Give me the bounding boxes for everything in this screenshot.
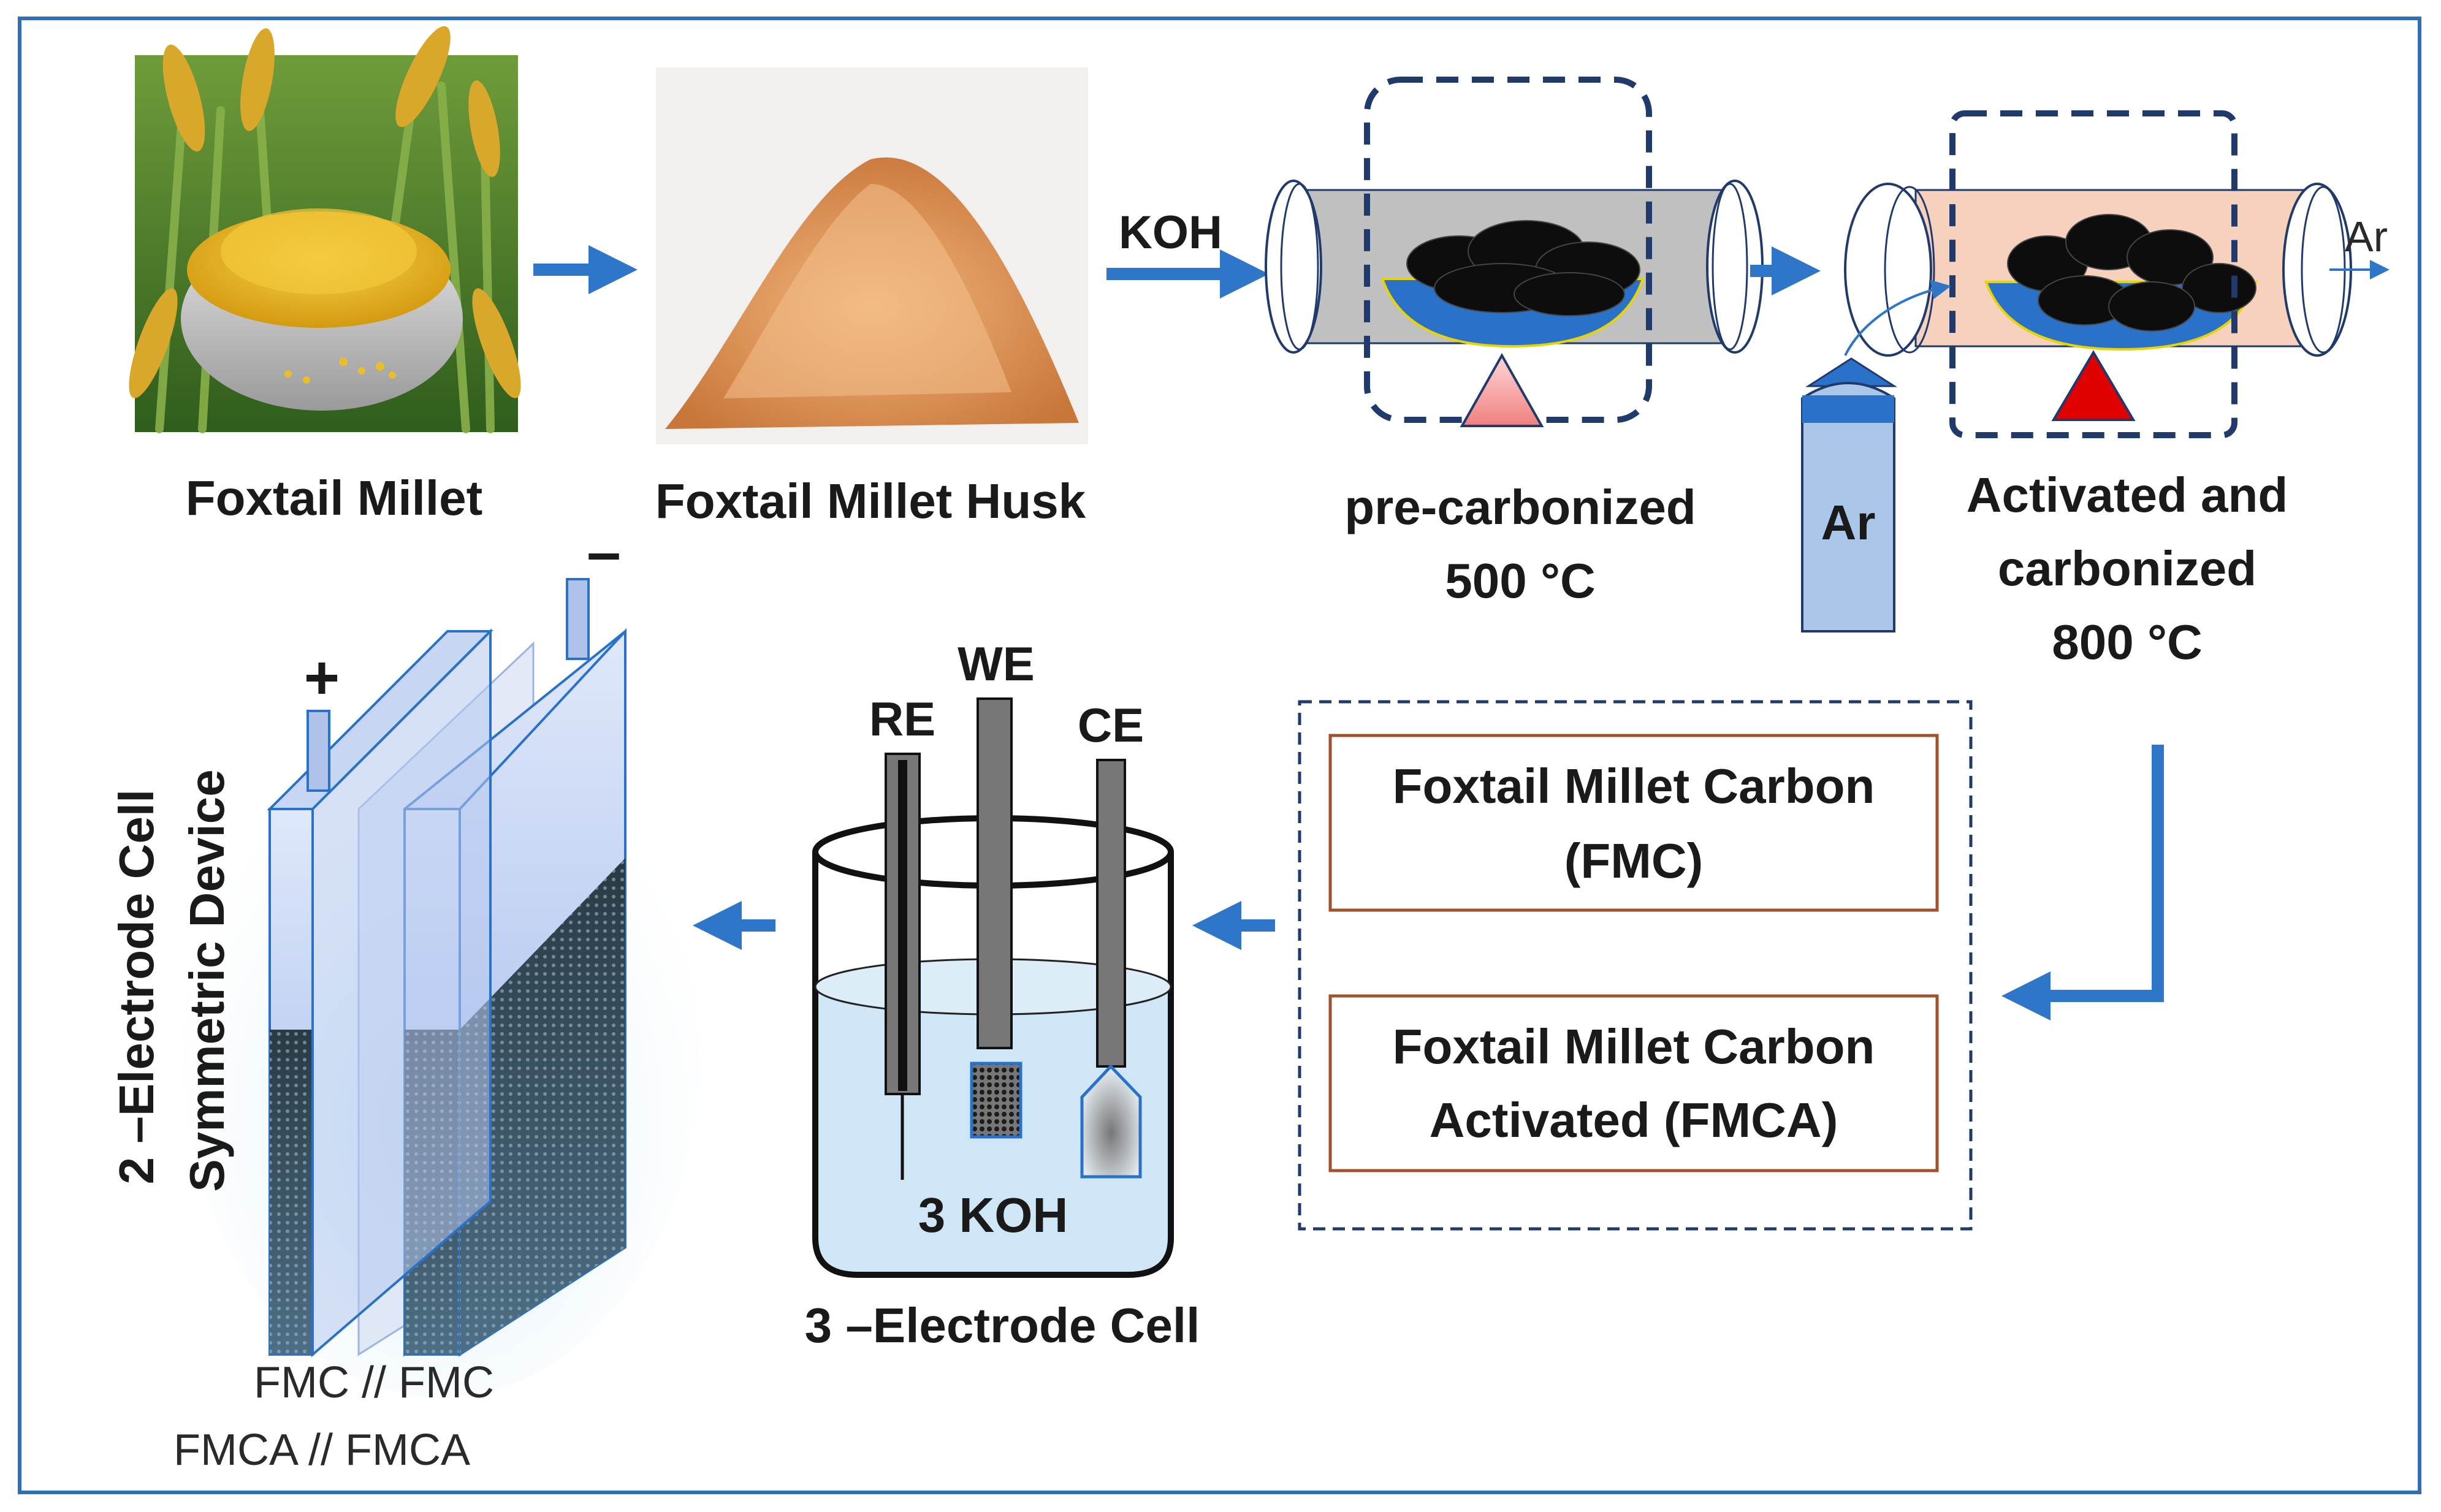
fmca-label-line2: Activated (FMCA) <box>1430 1093 1838 1147</box>
heat-indicator-low <box>1460 352 1544 427</box>
precarb-label-line1: pre-carbonized <box>1344 480 1696 534</box>
activated-label-line1: Activated and <box>1967 468 2288 522</box>
products-box <box>1298 700 1973 1231</box>
three-electrode-cell <box>812 697 1174 1278</box>
counter-electrode <box>1096 759 1126 1068</box>
cylinder-label: Ar <box>1821 495 1876 550</box>
electrolyte-label: 3 KOH <box>918 1188 1068 1242</box>
plus-label: + <box>304 644 340 712</box>
product-fmca-box <box>1328 994 1939 1172</box>
activated-label-line2: carbonized <box>1998 541 2256 596</box>
pre-carbonization-furnace <box>1265 77 1764 427</box>
husk-label: Foxtail Millet Husk <box>655 474 1086 528</box>
activation-furnace <box>1844 110 2390 438</box>
two-electrode-caption-line2: Symmetric Device <box>180 769 234 1191</box>
config-fmc: FMC // FMC <box>254 1358 494 1407</box>
precarb-label-line2: 500 °C <box>1445 553 1595 608</box>
millet-label: Foxtail Millet <box>186 471 483 525</box>
two-electrode-caption-line1: 2 –Electrode Cell <box>109 789 164 1185</box>
koh-label: KOH <box>1119 207 1222 259</box>
fmc-label-line1: Foxtail Millet Carbon <box>1393 759 1875 813</box>
argon-cylinder <box>1801 357 1898 633</box>
positive-terminal <box>307 710 330 792</box>
foxtail-millet-image <box>129 26 521 433</box>
negative-terminal <box>566 578 590 660</box>
three-electrode-caption: 3 –Electrode Cell <box>805 1298 1200 1353</box>
heat-indicator-high <box>2051 350 2136 421</box>
re-label: RE <box>869 692 935 746</box>
gas-out-label: Ar <box>2345 213 2388 260</box>
ce-label: CE <box>1078 698 1144 752</box>
we-label: WE <box>958 637 1035 691</box>
arrow-to-products <box>2001 745 2164 1020</box>
activated-label-line3: 800 °C <box>2052 615 2202 669</box>
minus-label: – <box>587 518 621 587</box>
foxtail-millet-husk-image <box>656 67 1088 444</box>
working-electrode <box>977 697 1013 1049</box>
two-electrode-cell <box>184 578 699 1397</box>
product-fmc-box <box>1328 734 1939 912</box>
outer-frame <box>18 17 2421 1494</box>
fmc-label-line2: (FMC) <box>1564 834 1704 888</box>
config-fmca: FMCA // FMCA <box>173 1426 470 1475</box>
fmca-label-line1: Foxtail Millet Carbon <box>1393 1019 1875 1074</box>
